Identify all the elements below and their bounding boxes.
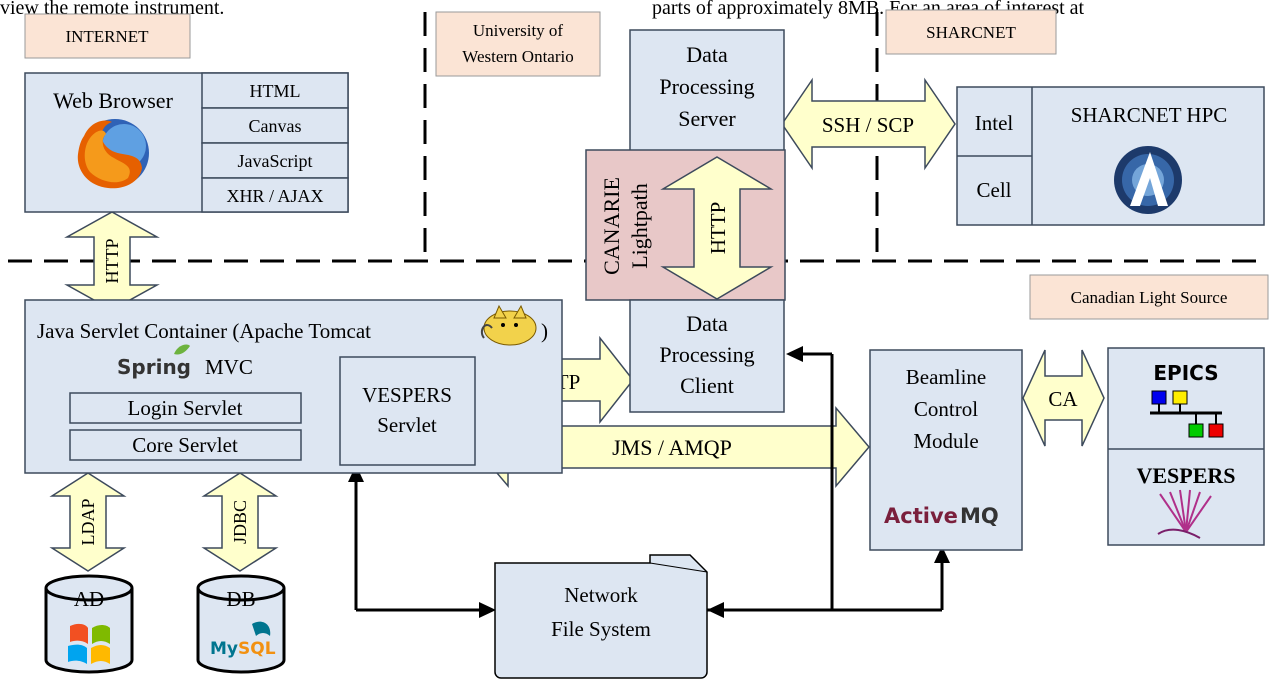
web-browser-box: Web Browser HTML Canvas JavaScript XHR /… xyxy=(24,72,349,213)
dp-server-line3: Server xyxy=(678,106,736,131)
dp-server-box: Data Processing Server xyxy=(629,29,785,153)
tech-canvas: Canvas xyxy=(249,116,302,136)
spring-mvc-label: Spring MVC xyxy=(117,344,253,379)
zone-label-uwo-line2: Western Ontario xyxy=(462,47,573,66)
activemq-logo-icon: Active MQ xyxy=(884,504,999,528)
arrow-http-browser-label: HTTP xyxy=(102,239,122,284)
arrow-ca-label: CA xyxy=(1048,387,1078,411)
vespers-logo-icon xyxy=(1157,489,1212,539)
vespers-servlet-box: VESPERS Servlet xyxy=(339,356,476,466)
canarie-line1: CANARIE xyxy=(599,177,624,275)
dp-client-line3: Client xyxy=(680,373,734,398)
core-servlet-box: Core Servlet xyxy=(69,429,302,461)
arrow-http-canarie-label: HTTP xyxy=(706,202,730,255)
nfs-line1: Network xyxy=(564,583,638,607)
dp-server-line1: Data xyxy=(686,42,728,67)
core-servlet-label: Core Servlet xyxy=(132,433,238,457)
vespers-servlet-line1: VESPERS xyxy=(362,383,452,407)
zone-label-sharcnet: SHARCNET xyxy=(885,9,1057,55)
nfs-line2: File System xyxy=(551,617,651,641)
login-servlet-label: Login Servlet xyxy=(128,396,243,420)
zone-label-cls: Canadian Light Source xyxy=(1029,274,1269,320)
dp-client-line1: Data xyxy=(686,311,728,336)
dp-server-line2: Processing xyxy=(659,74,754,99)
firefox-logo-icon xyxy=(77,119,149,189)
tomcat-logo-icon xyxy=(480,304,537,346)
arrowhead-to-dp-client xyxy=(786,346,803,362)
servlet-container-title: Java Servlet Container (Apache Tomcat xyxy=(37,319,371,343)
hpc-title: SHARCNET HPC xyxy=(1071,103,1228,127)
arrow-ca: CA xyxy=(1022,349,1105,447)
zone-label-uwo: University of Western Ontario xyxy=(435,11,601,77)
arrow-jdbc-label: JDBC xyxy=(230,500,250,544)
beamline-line1: Beamline xyxy=(906,365,986,389)
ad-label: AD xyxy=(74,587,104,611)
arrow-ldap: LDAP xyxy=(49,472,127,572)
dp-client-line2: Processing xyxy=(659,342,754,367)
zone-label-cls-text: Canadian Light Source xyxy=(1071,288,1228,307)
arrowhead-to-nfs-right xyxy=(707,602,724,618)
arrow-ssh-scp: SSH / SCP xyxy=(781,77,956,171)
hpc-cell: Cell xyxy=(977,178,1012,202)
arrow-http-browser: HTTP xyxy=(64,211,160,311)
db-store: DB My SQL xyxy=(196,574,286,674)
sharcnet-logo-icon xyxy=(1114,146,1182,214)
beamline-line3: Module xyxy=(913,429,978,453)
hpc-intel: Intel xyxy=(975,111,1014,135)
browser-tech-stack: HTML Canvas JavaScript XHR / AJAX xyxy=(201,72,349,213)
arrow-jdbc: JDBC xyxy=(201,472,279,572)
epics-title: EPICS xyxy=(1153,361,1218,385)
spring-leaf-icon xyxy=(174,344,190,355)
tech-html: HTML xyxy=(250,81,301,101)
mysql-logo-icon: My SQL xyxy=(210,621,276,659)
arrow-http-canarie: HTTP xyxy=(660,156,774,300)
activemq-part-mq: MQ xyxy=(960,504,999,528)
zone-label-internet-text: INTERNET xyxy=(65,27,149,46)
nfs-box: Network File System xyxy=(494,554,708,679)
mysql-brand-my: My xyxy=(210,639,238,659)
epics-network-icon xyxy=(1150,390,1224,438)
servlet-container-box: Java Servlet Container (Apache Tomcat ) … xyxy=(24,299,563,474)
zone-label-uwo-line1: University of xyxy=(473,21,564,40)
arrow-jms-amqp-label: JMS / AMQP xyxy=(612,435,732,460)
ad-store: AD xyxy=(44,574,134,674)
zone-label-internet: INTERNET xyxy=(24,13,191,59)
zone-label-sharcnet-text: SHARCNET xyxy=(926,23,1016,42)
login-servlet-box: Login Servlet xyxy=(69,392,302,424)
windows-logo-icon xyxy=(68,623,110,664)
nfs-arrowheads xyxy=(348,346,950,618)
tech-javascript: JavaScript xyxy=(238,151,313,171)
servlet-container-title-close: ) xyxy=(541,319,548,343)
canarie-line2: Lightpath xyxy=(627,183,652,269)
vespers-servlet-line2: Servlet xyxy=(377,413,437,437)
sharcnet-hpc-box: Intel Cell SHARCNET HPC xyxy=(956,86,1265,226)
db-label: DB xyxy=(226,587,255,611)
web-browser-title: Web Browser xyxy=(53,88,173,113)
spring-suffix: MVC xyxy=(205,355,253,379)
arrowhead-to-beamline xyxy=(934,546,950,563)
dp-client-box: Data Processing Client xyxy=(629,299,785,413)
activemq-part-active: Active xyxy=(884,504,958,528)
tech-xhr-ajax: XHR / AJAX xyxy=(226,186,323,206)
beamline-control-box: Beamline Control Module Active MQ xyxy=(869,349,1023,551)
spring-brand: Spring xyxy=(117,355,191,379)
arrowhead-to-nfs-left xyxy=(479,602,496,618)
epics-vespers-box: EPICS VESPERS xyxy=(1107,347,1265,546)
arrow-ldap-label: LDAP xyxy=(78,498,98,545)
arrow-ssh-scp-label: SSH / SCP xyxy=(822,113,914,137)
epics-vespers-label: VESPERS xyxy=(1136,463,1235,488)
beamline-line2: Control xyxy=(914,397,978,421)
mysql-brand-sql: SQL xyxy=(238,639,276,659)
